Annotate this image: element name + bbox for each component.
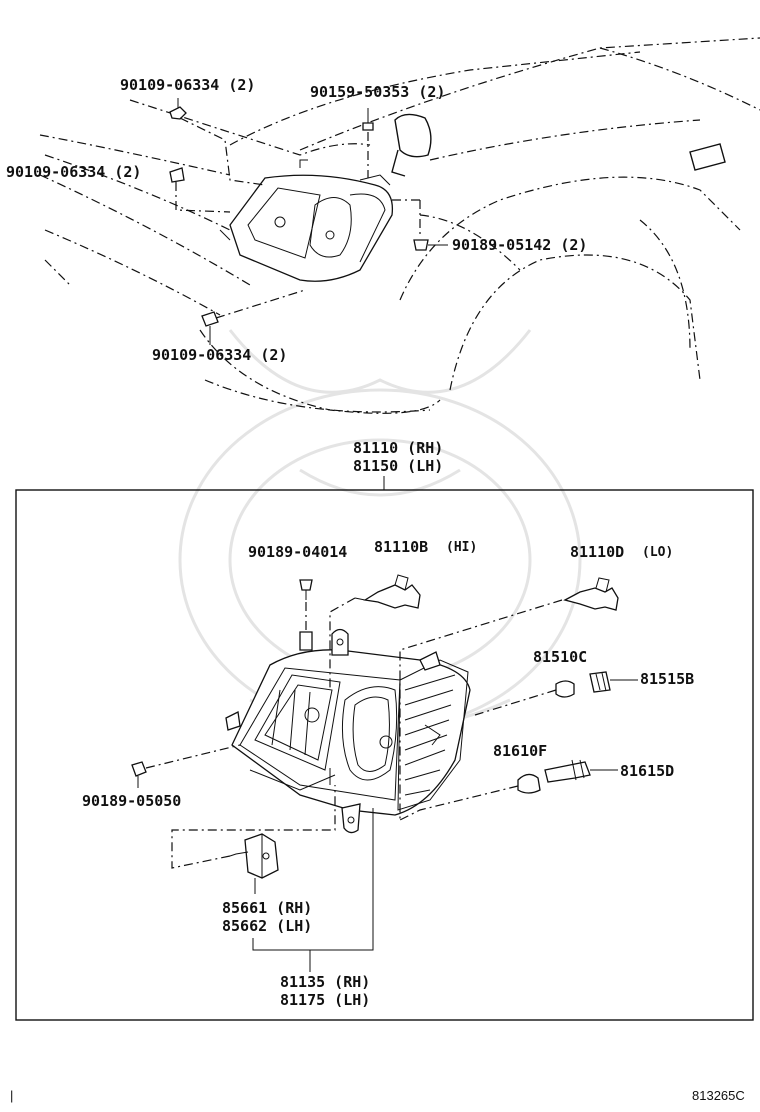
assembly-header: 81110 (RH) 81150 (LH) xyxy=(353,439,443,490)
assembly-frame xyxy=(15,489,754,1021)
diagram-id: 813265C xyxy=(692,1088,745,1103)
corner-mark: | xyxy=(10,1088,13,1103)
callout-screw-lower: 90189-05050 xyxy=(82,792,181,810)
callout-bolt-top: 90109-06334 (2) xyxy=(120,76,255,94)
callout-actuator-lh: 85662 (LH) xyxy=(222,917,312,935)
callout-unit-rh: 81135 (RH) xyxy=(280,973,370,991)
callout-assy-rh: 81110 (RH) xyxy=(353,439,443,457)
callout-clip-right: 90189-05142 (2) xyxy=(452,236,587,254)
top-fasteners xyxy=(169,98,448,345)
callout-bulb-lo-tag: (LO) xyxy=(642,545,673,560)
callout-screw-top: 90159-50353 (2) xyxy=(310,83,445,101)
headlamp-installed xyxy=(219,159,394,282)
callout-socket-81615d: 81615D xyxy=(620,762,674,780)
callout-bulb-81610f: 81610F xyxy=(493,742,547,760)
callout-bulb-hi-number: 81110B xyxy=(374,538,428,556)
callout-screw-inner: 90189-04014 xyxy=(248,543,347,561)
assembly-callouts: 90189-04014 81110B (HI) 81110D (LO) 8151… xyxy=(82,538,694,1009)
callout-bolt-bottom: 90109-06334 (2) xyxy=(152,346,287,364)
callout-bulb-81510c: 81510C xyxy=(533,648,587,666)
assembly-components xyxy=(131,574,638,972)
callout-bolt-left: 90109-06334 (2) xyxy=(6,163,141,181)
top-callouts: 90109-06334 (2) 90159-50353 (2) 90109-06… xyxy=(6,76,587,364)
callout-assy-lh: 81150 (LH) xyxy=(353,457,443,475)
callout-bulb-lo-number: 81110D xyxy=(570,543,624,561)
callout-socket-81515b: 81515B xyxy=(640,670,694,688)
vehicle-outline xyxy=(39,37,760,414)
headlamp-assembly xyxy=(225,628,471,834)
callout-actuator-rh: 85661 (RH) xyxy=(222,899,312,917)
callout-bulb-hi-tag: (HI) xyxy=(446,540,477,555)
callout-unit-lh: 81175 (LH) xyxy=(280,991,370,1009)
